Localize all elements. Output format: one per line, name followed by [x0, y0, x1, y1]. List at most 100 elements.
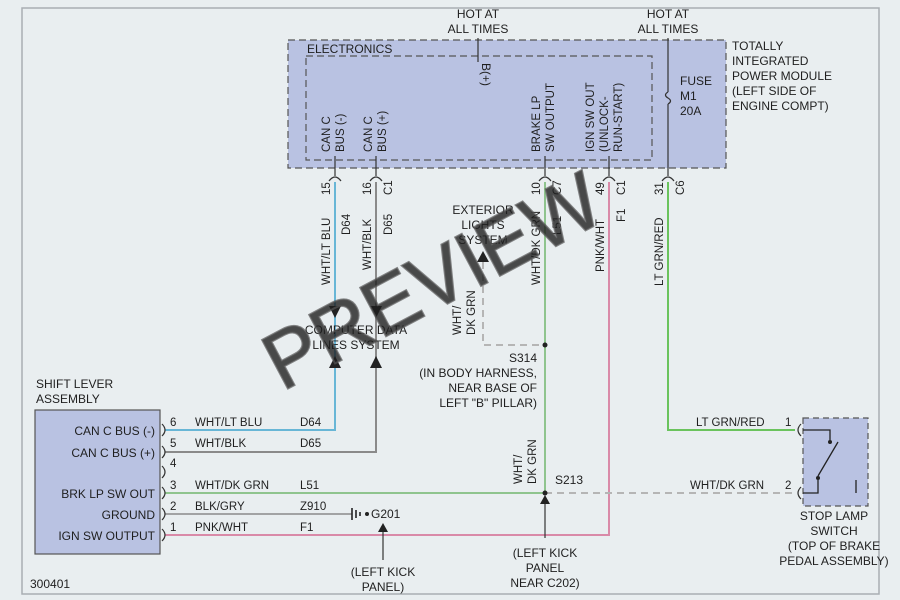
kick-panel-c202-line1: (LEFT KICK [513, 546, 577, 560]
stop-lamp-wire-2-color: WHT/DK GRN [690, 480, 764, 492]
splice-s314-location-line2: NEAR BASE OF [448, 381, 537, 395]
wire-l51-color-vertical: WHT/DK GRN [531, 211, 543, 285]
shift-wire-1-color: PNK/WHT [195, 522, 248, 534]
tipm-name-line3: POWER MODULE [732, 69, 832, 83]
wire-lt-grn-red-color-vertical: LT GRN/RED [654, 217, 666, 286]
g201-location-line2: PANEL) [362, 580, 404, 594]
connector-c7-label: C7 [552, 180, 564, 195]
pin-16-label: 16 [362, 182, 374, 195]
shift-lever-title-line1: SHIFT LEVER [36, 377, 113, 391]
shift-lever-title-line2: ASSEMBLY [36, 392, 100, 406]
shift-wire-3-circuit: L51 [300, 480, 319, 492]
exterior-lights-label-line3: SYSTEM [458, 233, 507, 247]
tipm-pin-can-c-bus-plus-line1: CAN C [363, 116, 375, 152]
stop-lamp-name-line2: SWITCH [810, 524, 857, 538]
connector-c6-label: C6 [675, 180, 687, 195]
stop-lamp-pin-2: 2 [785, 480, 791, 492]
stop-lamp-wire-1-color: LT GRN/RED [696, 417, 765, 429]
stop-lamp-pin-1: 1 [785, 417, 791, 429]
electronics-label: ELECTRONICS [307, 42, 392, 56]
tipm-pin-can-c-bus-plus-line2: BUS (+) [377, 111, 389, 152]
connector-c1-label-b: C1 [616, 180, 628, 195]
shift-lever-assembly-box [34, 409, 161, 555]
connector-49-icon [602, 176, 616, 182]
splice-s213-wire-line2: DK GRN [527, 439, 539, 484]
s213-pointer-arrow-icon [540, 495, 550, 504]
wire-lt-grn-red [667, 182, 795, 431]
exterior-wire-color-line2: DK GRN [466, 290, 478, 335]
fuse-amp: 20A [680, 104, 701, 118]
exterior-lights-label-line1: EXTERIOR [452, 203, 514, 217]
shift-pin-ground-label: GROUND [102, 508, 156, 522]
tipm-pin-can-c-bus-minus-line1: CAN C [321, 116, 333, 152]
shift-wire-3-color: WHT/DK GRN [195, 480, 269, 492]
shift-pin-can-c-bus-plus-label: CAN C BUS (+) [71, 446, 155, 460]
stop-lamp-internal-wire-2 [803, 480, 819, 494]
wire-d64-circuit-vertical: D64 [341, 213, 353, 235]
wire-f1-color-vertical: PNK/WHT [595, 219, 607, 272]
exterior-lights-arrow-icon [477, 251, 489, 262]
stop-lamp-connector-1-icon [797, 423, 802, 437]
pin-10-label: 10 [531, 182, 543, 195]
shift-wire-2-circuit: Z910 [300, 501, 326, 513]
stop-lamp-name-line3: (TOP OF BRAKE [788, 539, 880, 553]
connector-10-icon [538, 176, 552, 182]
tipm-name-line2: INTEGRATED [732, 54, 809, 68]
fuse-symbol-icon [664, 91, 672, 105]
hot-at-all-times-label-1: HOT AT [457, 7, 500, 21]
exterior-lights-label-line2: LIGHTS [461, 218, 504, 232]
splice-s314-location-line1: (IN BODY HARNESS, [419, 366, 537, 380]
exterior-wire-color-line1: WHT/ [452, 305, 464, 335]
tipm-module [287, 39, 727, 169]
stop-lamp-switch-blade-icon [817, 441, 839, 477]
kick-panel-c202-line2: PANEL [526, 561, 565, 575]
pin-31-label: 31 [654, 182, 666, 195]
stop-lamp-name-line4: PEDAL ASSEMBLY) [779, 554, 888, 568]
kick-panel-c202-line3: NEAR C202) [510, 576, 579, 590]
wire-d65 [165, 182, 377, 453]
computer-data-lines-label-line1: COMPUTER DATA [305, 323, 407, 337]
shift-wire-5-circuit: D65 [300, 438, 321, 450]
shift-connector-6-icon [161, 423, 166, 437]
stop-lamp-contact-bottom [816, 476, 820, 480]
shift-wire-5-color: WHT/BLK [195, 438, 246, 450]
hot-at-all-times-label-2: HOT AT [647, 7, 690, 21]
shift-pin-5-number: 5 [170, 438, 176, 450]
tipm-name-line5: ENGINE COMPT) [732, 99, 829, 113]
electronics-box [305, 55, 653, 161]
ground-g201-dot [365, 512, 369, 516]
shift-connector-3-icon [161, 486, 166, 500]
arrow-up-d65-icon [370, 356, 382, 368]
splice-s314-dot [542, 342, 548, 348]
wire-d65-circuit-vertical: D65 [383, 214, 395, 235]
shift-pin-ign-sw-output-label: IGN SW OUTPUT [58, 529, 155, 543]
wire-d64-color-vertical: WHT/LT BLU [321, 218, 333, 285]
stop-lamp-name-line1: STOP LAMP [800, 509, 868, 523]
shift-wire-6-circuit: D64 [300, 417, 322, 429]
shift-connector-1-icon [161, 528, 166, 542]
splice-s213-id: S213 [555, 473, 583, 487]
pin-49-label: 49 [595, 182, 607, 195]
diagram-frame [21, 7, 880, 595]
connector-15-icon [328, 176, 342, 182]
tipm-name-line1: TOTALLY [732, 39, 783, 53]
stop-lamp-internal-wire-1 [803, 429, 831, 440]
b-plus-label: B(+) [479, 63, 493, 86]
splice-s314-id: S314 [509, 351, 537, 365]
fuse-label: FUSE [680, 74, 712, 88]
shift-connector-2-icon [161, 507, 166, 521]
arrow-down-d65-icon [370, 306, 382, 318]
connector-31-icon [661, 176, 675, 182]
shift-wire-2-color: BLK/GRY [195, 501, 245, 513]
tipm-pin-brake-lp-sw-line2: SW OUTPUT [545, 83, 557, 152]
splice-s314-location-line3: LEFT "B" PILLAR) [439, 396, 537, 410]
arrow-down-d64-icon [329, 306, 341, 318]
tipm-pin-can-c-bus-minus-line2: BUS (-) [335, 114, 347, 153]
stop-lamp-connector-2-icon [797, 486, 802, 500]
shift-connector-5-icon [161, 445, 166, 459]
stop-lamp-contact-top [828, 440, 832, 444]
pin-15-label: 15 [321, 182, 333, 195]
ground-g201-id: G201 [371, 507, 401, 521]
